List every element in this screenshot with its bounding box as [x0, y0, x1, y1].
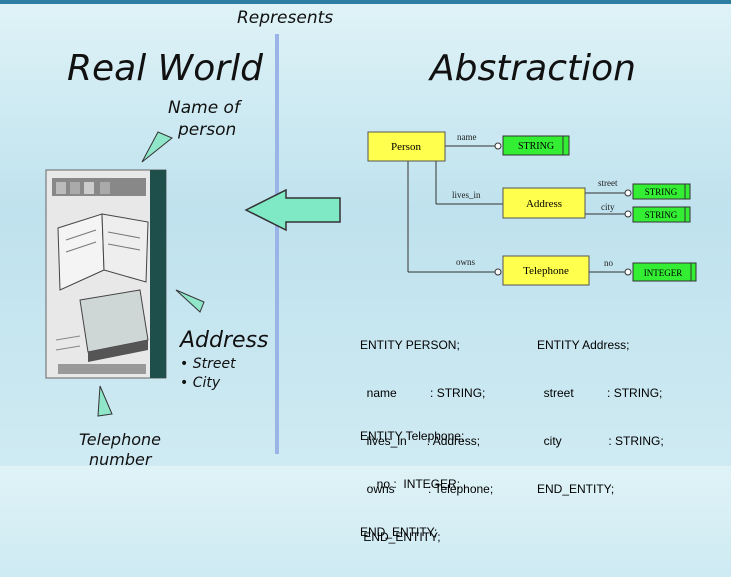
code-line: ENTITY PERSON; [360, 338, 460, 352]
code-block-telephone: ENTITY Telephone; no : INTEGER; END_ENTI… [360, 396, 464, 572]
callout-arrow-icon [97, 385, 113, 417]
telephone-number-label-line1: Telephone [79, 430, 161, 449]
address-label: Address [180, 328, 269, 353]
code-line: END_ENTITY; [537, 482, 615, 496]
city-text: City [192, 375, 221, 391]
type-street-string-label: STRING [645, 187, 678, 197]
code-line: city : STRING; [537, 434, 664, 448]
represents-label: Represents [237, 8, 334, 28]
slide: Represents Real World Abstraction Name o… [0, 0, 731, 544]
divider-line [275, 34, 279, 454]
relation-name-label: name [457, 132, 477, 142]
name-of-person-label-line2: person [178, 120, 237, 140]
entity-address-label: Address [526, 198, 562, 210]
code-line: street : STRING; [537, 386, 663, 400]
entity-diagram: Person Address Telephone STRING STRING S… [367, 131, 697, 286]
relation-lives-in-label: lives_in [452, 190, 481, 200]
entity-person-label: Person [391, 141, 421, 153]
type-street-string-box [632, 183, 691, 200]
callout-arrow-icon [175, 289, 205, 313]
real-world-title: Real World [67, 48, 263, 89]
relation-no-label: no [604, 258, 614, 268]
address-item-city: • City [180, 375, 221, 391]
code-line: ENTITY Telephone; [360, 429, 465, 443]
callout-arrow-icon [141, 131, 173, 163]
left-graphics [45, 131, 341, 417]
code-line: name : STRING; [360, 386, 486, 400]
address-item-street: • Street [180, 356, 236, 372]
type-no-integer-label: INTEGER [644, 268, 683, 278]
relation-street-label: street [598, 178, 618, 188]
code-block-address: ENTITY Address; street : STRING; city : … [537, 305, 664, 529]
type-name-string-box [502, 135, 570, 156]
relation-owns-label: owns [456, 257, 475, 267]
abstraction-title: Abstraction [430, 48, 636, 89]
code-line: END_ENTITY; [360, 525, 438, 539]
top-border [0, 0, 731, 4]
type-city-string-box [632, 206, 691, 223]
code-line: ENTITY Address; [537, 338, 630, 352]
telephone-number-label-line2: number [89, 450, 152, 469]
code-line: no : INTEGER; [360, 477, 461, 491]
entity-telephone-label: Telephone [523, 265, 569, 277]
book-stack-illustration [45, 169, 167, 379]
street-text: Street [192, 356, 236, 372]
entity-person-box [367, 131, 446, 162]
type-name-string-label: STRING [518, 141, 554, 152]
entity-address-box [502, 187, 586, 219]
relation-city-label: city [601, 202, 615, 212]
represents-arrow [244, 188, 341, 232]
type-city-string-label: STRING [645, 210, 678, 220]
type-no-integer-box [632, 262, 697, 282]
code-line: lives_in : Address; [360, 434, 481, 448]
name-of-person-label-line1: Name of [168, 98, 240, 118]
entity-telephone-box [502, 255, 590, 286]
